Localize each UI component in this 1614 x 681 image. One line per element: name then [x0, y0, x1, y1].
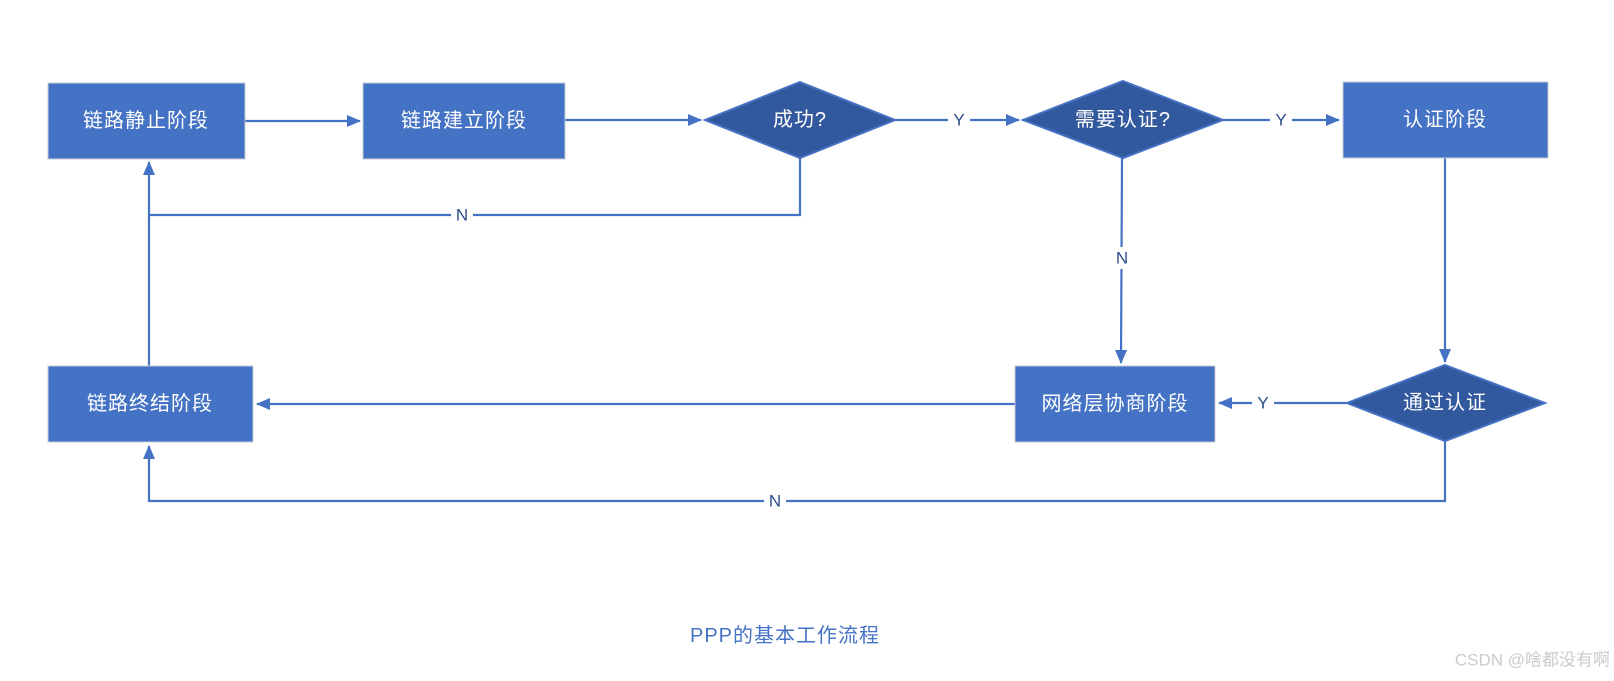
- edge-label-text: N: [769, 492, 781, 511]
- edge-success-no-loop: [149, 158, 802, 217]
- edge-label-bg: [1252, 392, 1274, 414]
- edge-label-pass-auth-yes: Y: [1252, 392, 1274, 414]
- diagram-title: PPP的基本工作流程: [690, 624, 880, 647]
- edge-label-bg: [1270, 109, 1292, 131]
- node-pass-auth: 通过认证: [1344, 363, 1548, 443]
- edge-label-pass-auth-no: N: [764, 490, 786, 512]
- node-need-auth: 需要认证?: [1020, 79, 1226, 160]
- node-network-phase-shape: [1014, 365, 1216, 443]
- edge-label-text: N: [456, 206, 468, 225]
- edge-label-text: Y: [1275, 111, 1286, 130]
- node-success: 成功?: [702, 80, 898, 160]
- node-pass-auth-label: 通过认证: [1403, 391, 1487, 414]
- edge-label-text: Y: [1257, 394, 1268, 413]
- node-link-establish: 链路建立阶段: [362, 82, 566, 160]
- edge-label-bg: [1111, 247, 1133, 269]
- edge-label-need-auth-no: N: [1111, 247, 1133, 269]
- edge-label-bg: [764, 490, 786, 512]
- edge-label-text: Y: [953, 111, 964, 130]
- edge-label-bg: [948, 109, 970, 131]
- node-success-label: 成功?: [773, 108, 827, 131]
- node-auth-phase: 认证阶段: [1342, 81, 1549, 159]
- edge-label-success-no: N: [451, 204, 473, 226]
- node-link-establish-shape: [362, 82, 566, 160]
- edge-label-success-yes: Y: [948, 109, 970, 131]
- node-link-establish-label: 链路建立阶段: [401, 109, 527, 132]
- node-link-terminate-shape: [47, 365, 254, 443]
- node-link-dead: 链路静止阶段: [47, 82, 246, 160]
- edge-pass-auth-no-loop: [143, 441, 1447, 503]
- node-success-shape: [702, 80, 898, 160]
- node-pass-auth-shape: [1344, 363, 1548, 443]
- node-auth-phase-shape: [1342, 81, 1549, 159]
- node-link-terminate: 链路终结阶段: [47, 365, 254, 443]
- edge-label-text: N: [1116, 249, 1128, 268]
- node-network-phase-label: 网络层协商阶段: [1042, 392, 1189, 415]
- node-network-phase: 网络层协商阶段: [1014, 365, 1216, 443]
- node-link-dead-label: 链路静止阶段: [83, 109, 209, 132]
- edge-label-bg: [451, 204, 473, 226]
- node-link-dead-shape: [47, 82, 246, 160]
- csdn-watermark: CSDN @啥都没有啊: [1455, 651, 1610, 670]
- node-auth-phase-label: 认证阶段: [1403, 108, 1487, 131]
- node-need-auth-label: 需要认证?: [1075, 108, 1171, 131]
- node-need-auth-shape: [1020, 79, 1226, 160]
- edge-label-need-auth-yes: Y: [1270, 109, 1292, 131]
- node-link-terminate-label: 链路终结阶段: [87, 392, 213, 415]
